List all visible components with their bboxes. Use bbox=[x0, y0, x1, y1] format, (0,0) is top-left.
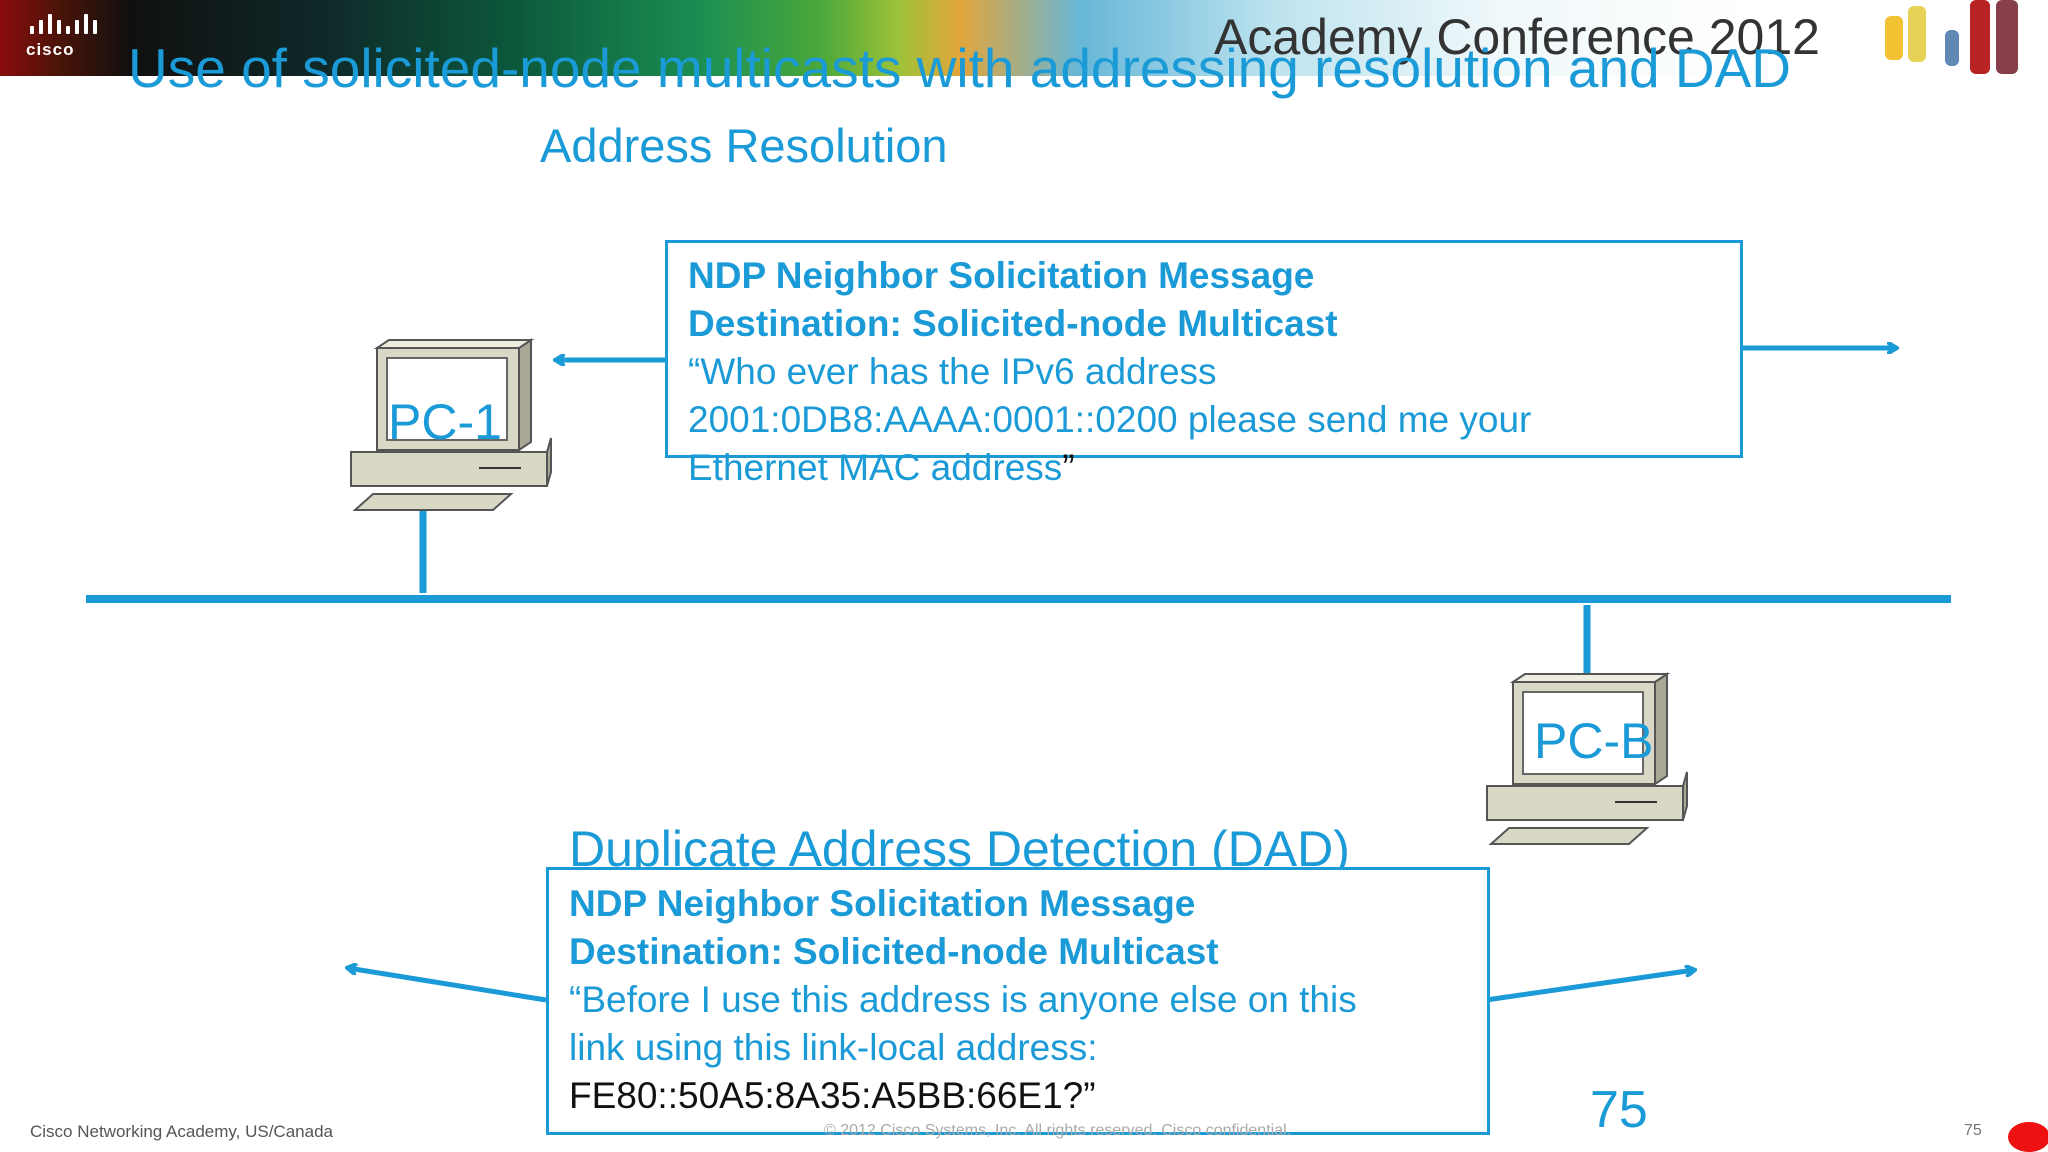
dad-message-box bbox=[546, 867, 1490, 1135]
address-resolution-message-box bbox=[665, 240, 1743, 458]
footer-copyright: © 2012 Cisco Systems, Inc. All rights re… bbox=[824, 1122, 1292, 1139]
pc1-computer-icon bbox=[350, 338, 552, 511]
page-number-large: 75 bbox=[1590, 1081, 1648, 1139]
page-number-small: 75 bbox=[1964, 1122, 1982, 1139]
banner-decoration bbox=[1970, 0, 1990, 74]
ar-line-5-quote: ” bbox=[1062, 447, 1075, 488]
ar-line-1: NDP Neighbor Solicitation Message bbox=[688, 255, 1315, 296]
arrow-left-dad bbox=[348, 968, 547, 1003]
dad-line-1: NDP Neighbor Solicitation Message bbox=[569, 883, 1196, 924]
arrow-right-dad bbox=[1485, 970, 1694, 1003]
ar-line-3: “Who ever has the IPv6 address bbox=[688, 351, 1217, 392]
pcb-label: PC-B bbox=[1534, 713, 1654, 769]
banner-decoration bbox=[1996, 0, 2018, 74]
dad-line-2: Destination: Solicited-node Multicast bbox=[569, 931, 1219, 972]
banner-decoration bbox=[1885, 16, 1903, 60]
footer-organization: Cisco Networking Academy, US/Canada bbox=[30, 1122, 333, 1141]
ar-line-2: Destination: Solicited-node Multicast bbox=[688, 303, 1338, 344]
address-resolution-heading: Address Resolution bbox=[540, 119, 948, 172]
banner-decoration bbox=[1908, 6, 1926, 62]
address-resolution-message-text: NDP Neighbor Solicitation Message Destin… bbox=[688, 252, 1531, 492]
banner-decoration bbox=[1945, 30, 1959, 66]
conference-title: Academy Conference 2012 bbox=[1214, 9, 1820, 65]
ar-line-5-main: Ethernet MAC address bbox=[688, 447, 1063, 488]
dad-line-5: FE80::50A5:8A35:A5BB:66E1?” bbox=[569, 1075, 1096, 1116]
ar-line-5: Ethernet MAC address” bbox=[688, 444, 1531, 492]
slide-title: Use of solicited-node multicasts with ad… bbox=[128, 37, 1792, 99]
cisco-bars-icon bbox=[30, 14, 97, 34]
dad-line-3: “Before I use this address is anyone els… bbox=[569, 979, 1357, 1020]
ar-line-4: 2001:0DB8:AAAA:0001::0200 please send me… bbox=[688, 399, 1532, 440]
cisco-logo-text: cisco bbox=[26, 40, 75, 59]
cisco-logo: cisco bbox=[26, 14, 98, 60]
header-banner bbox=[0, 0, 2048, 76]
dad-message-text: NDP Neighbor Solicitation Message Destin… bbox=[569, 880, 1357, 1120]
pc1-label: PC-1 bbox=[388, 394, 502, 450]
dad-line-4: link using this link-local address: bbox=[569, 1027, 1098, 1068]
pcb-computer-icon bbox=[1486, 672, 1688, 845]
red-dot-icon bbox=[2008, 1122, 2048, 1152]
